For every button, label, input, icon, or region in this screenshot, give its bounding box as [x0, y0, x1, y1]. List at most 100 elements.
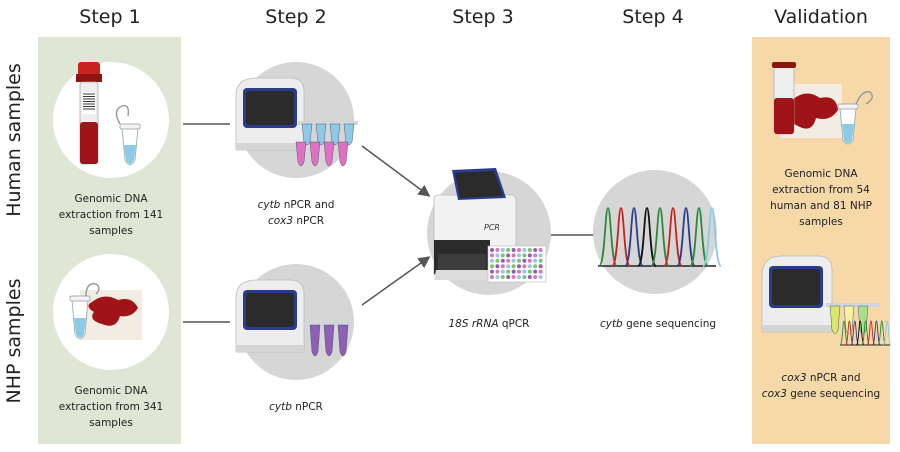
- plate-well: [495, 248, 500, 252]
- plate-well: [495, 275, 500, 279]
- sequencing-gene: cytb: [599, 318, 623, 330]
- plate-well: [517, 269, 521, 274]
- plate-well: [522, 253, 527, 258]
- plate-well: [538, 269, 543, 274]
- plate-well: [500, 258, 505, 263]
- plate-well: [511, 253, 516, 258]
- pcr-tubes-icon-human: [295, 121, 358, 167]
- plate-well: [527, 275, 532, 279]
- human-pcr-rest1: nPCR and: [280, 199, 335, 211]
- plate-well: [538, 253, 543, 258]
- plate-well: [533, 253, 538, 258]
- validation-pcr-machine-icon: [761, 255, 833, 333]
- plate-well: [490, 248, 494, 252]
- validation-extraction-line2: extraction from 54: [772, 184, 870, 196]
- plate-well: [511, 258, 516, 263]
- validation-chromatogram-icon: [839, 320, 892, 346]
- plate-well: [533, 275, 538, 279]
- pcr-tubes-icon-nhp: [306, 322, 354, 357]
- step2-title: Step 2: [265, 6, 327, 28]
- plate-well: [511, 275, 516, 279]
- plate-well: [506, 264, 511, 269]
- plate-well: [500, 253, 505, 258]
- plate-well: [495, 258, 500, 263]
- sequencing-circle: [593, 170, 717, 294]
- plate-well: [533, 258, 538, 263]
- arrow-nhp-to-qpcr: [361, 256, 431, 306]
- validation-extraction-line4: samples: [799, 216, 843, 228]
- validation-pcr-rest1: nPCR and: [806, 372, 861, 384]
- plate-well: [495, 269, 500, 274]
- validation-pcr-gene2: cox3: [761, 388, 787, 400]
- chromatogram-peak: [611, 207, 631, 267]
- human-pcr-caption: cytb nPCR and cox3 nPCR: [236, 197, 356, 229]
- arrow-human-to-qpcr: [361, 145, 431, 197]
- plate-well: [533, 248, 538, 252]
- plate-well: [500, 248, 505, 252]
- chromatogram-peak: [877, 320, 887, 346]
- chromatogram-peak: [882, 320, 892, 346]
- plate-well: [500, 264, 505, 269]
- plate-well: [495, 264, 500, 269]
- well-plate-icon: [487, 245, 547, 283]
- nhp-pcr-gene: cytb: [269, 401, 292, 413]
- human-pcr-gene1: cytb: [257, 199, 281, 211]
- pcr-machine-icon-nhp: [235, 279, 305, 353]
- plate-well: [527, 248, 532, 252]
- plate-well: [538, 275, 543, 279]
- sequencing-chromatogram-icon: [598, 207, 722, 267]
- plate-well: [511, 248, 516, 252]
- plate-well: [522, 269, 527, 274]
- validation-sample-tube-icon: [837, 91, 873, 145]
- qpcr-rest: qPCR: [498, 318, 530, 330]
- plate-well: [506, 258, 511, 263]
- human-extraction-line2: extraction from 141: [58, 209, 164, 221]
- chromatogram-peak: [702, 207, 722, 267]
- plate-well: [533, 264, 538, 269]
- step1-title: Step 1: [79, 6, 141, 28]
- plate-well: [517, 253, 521, 258]
- validation-extraction-line1: Genomic DNA: [784, 168, 858, 180]
- chromatogram-peak: [871, 320, 881, 346]
- nhp-extraction-caption: Genomic DNA extraction from 341 samples: [52, 383, 170, 431]
- plate-well: [490, 269, 494, 274]
- chromatogram-peak: [624, 207, 644, 267]
- plate-well: [500, 269, 505, 274]
- chromatogram-peak: [676, 207, 696, 267]
- plate-well: [517, 248, 521, 252]
- step4-title: Step 4: [622, 6, 684, 28]
- sequencing-caption: cytb gene sequencing: [578, 316, 738, 332]
- plate-well: [538, 248, 543, 252]
- chromatogram-peak: [844, 320, 854, 346]
- validation-tubes-icon: [826, 303, 880, 335]
- human-extraction-line3: samples: [89, 225, 133, 237]
- human-extraction-caption: Genomic DNA extraction from 141 samples: [52, 191, 170, 239]
- validation-extraction-line3: human and 81 NHP: [770, 200, 872, 212]
- chromatogram-peak: [637, 207, 657, 267]
- human-extraction-line1: Genomic DNA: [74, 193, 148, 205]
- chromatogram-peak: [850, 320, 860, 346]
- plate-well: [490, 258, 494, 263]
- validation-pcr-gene1: cox3: [781, 372, 807, 384]
- plate-well: [538, 264, 543, 269]
- plate-well: [527, 253, 532, 258]
- chromatogram-peak: [855, 320, 865, 346]
- plate-well: [522, 258, 527, 263]
- validation-extraction-caption: Genomic DNA extraction from 54 human and…: [756, 166, 886, 230]
- human-pcr-rest2: nPCR: [293, 215, 325, 227]
- sequencing-rest: gene sequencing: [622, 318, 717, 330]
- plate-well: [538, 258, 543, 263]
- plate-well: [490, 253, 494, 258]
- plate-well: [527, 264, 532, 269]
- chromatogram-peak: [839, 320, 849, 346]
- plate-well: [511, 269, 516, 274]
- chromatogram-peak: [689, 207, 709, 267]
- validation-blood-tube-icon: [772, 62, 796, 135]
- plate-well: [506, 275, 511, 279]
- validation-title: Validation: [774, 6, 868, 28]
- pcr-machine-icon-human: [235, 77, 305, 151]
- plate-well: [490, 264, 494, 269]
- plate-well: [490, 275, 494, 279]
- plate-well: [506, 269, 511, 274]
